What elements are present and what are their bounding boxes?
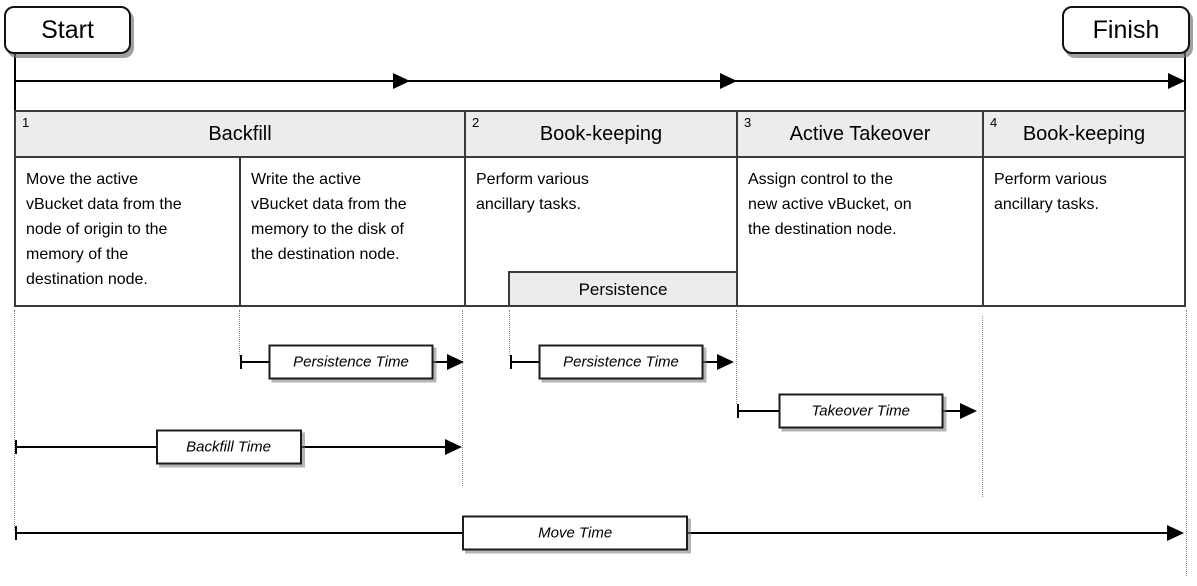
bar-arrowhead-icon — [445, 439, 462, 455]
phase-header-row: 1 Backfill 2 Book-keeping 3 Active Takeo… — [16, 112, 1184, 158]
time-bar-label: Move Time — [462, 515, 689, 551]
guide-line — [239, 310, 240, 356]
bar-start-tick — [240, 355, 242, 369]
timeline-line — [15, 80, 1182, 82]
time-bar-move: Move Time — [15, 515, 1184, 551]
task-text: Perform various ancillary tasks. — [476, 171, 589, 213]
time-bar-persistence-1: Persistence Time — [240, 344, 464, 380]
time-bar-label: Persistence Time — [538, 344, 704, 380]
guide-line — [1186, 310, 1187, 576]
phase-title: Active Takeover — [789, 122, 931, 145]
time-bar-label: Persistence Time — [268, 344, 434, 380]
finish-node: Finish — [1062, 6, 1190, 54]
bar-start-tick — [15, 440, 17, 454]
time-bar-label: Takeover Time — [778, 393, 944, 429]
bar-start-tick — [510, 355, 512, 369]
time-bar-backfill: Backfill Time — [15, 429, 462, 465]
timeline-arrowhead-icon — [1168, 73, 1185, 89]
timeline-arrowhead-icon — [393, 73, 410, 89]
bar-arrowhead-icon — [447, 354, 464, 370]
guide-line — [462, 310, 463, 486]
bar-arrowhead-icon — [960, 403, 977, 419]
phase-table: 1 Backfill 2 Book-keeping 3 Active Takeo… — [14, 110, 1186, 307]
time-bar-label: Backfill Time — [155, 429, 302, 465]
task-cell-backfill-disk: Write the active vBucket data from the m… — [241, 158, 466, 305]
phase-header-active-takeover: 3 Active Takeover — [738, 112, 984, 158]
timeline-arrowhead-icon — [720, 73, 737, 89]
task-cell-book-keeping-2: Perform various ancillary tasks. — [984, 158, 1184, 305]
task-text: Assign control to the new active vBucket… — [748, 171, 912, 238]
phase-number: 4 — [990, 115, 998, 130]
guide-line — [509, 310, 510, 356]
task-cell-book-keeping-1: Perform various ancillary tasks. Persist… — [466, 158, 738, 305]
persistence-label: Persistence — [578, 279, 668, 299]
bar-start-tick — [15, 526, 17, 540]
phase-number: 2 — [472, 115, 480, 130]
task-cell-backfill-memory: Move the active vBucket data from the no… — [16, 158, 241, 305]
phase-title: Backfill — [208, 122, 272, 145]
task-text: Write the active vBucket data from the m… — [251, 171, 407, 263]
task-cell-active-takeover: Assign control to the new active vBucket… — [738, 158, 984, 305]
task-text: Perform various ancillary tasks. — [994, 171, 1107, 213]
phase-number: 3 — [744, 115, 752, 130]
phase-header-book-keeping-2: 4 Book-keeping — [984, 112, 1184, 158]
guide-line — [736, 310, 737, 404]
phase-number: 1 — [22, 115, 30, 130]
start-node: Start — [4, 6, 131, 54]
persistence-sub-box: Persistence — [508, 271, 736, 305]
finish-connector-line — [1184, 52, 1186, 110]
finish-label: Finish — [1092, 15, 1160, 44]
guide-line — [14, 310, 15, 530]
time-bar-persistence-2: Persistence Time — [510, 344, 734, 380]
phase-task-row: Move the active vBucket data from the no… — [16, 158, 1184, 305]
phase-header-backfill: 1 Backfill — [16, 112, 466, 158]
task-text: Move the active vBucket data from the no… — [26, 171, 182, 288]
bar-arrowhead-icon — [1167, 525, 1184, 541]
bar-arrowhead-icon — [717, 354, 734, 370]
phase-title: Book-keeping — [1022, 122, 1146, 145]
bar-start-tick — [737, 404, 739, 418]
phase-title: Book-keeping — [539, 122, 663, 145]
phase-header-book-keeping-1: 2 Book-keeping — [466, 112, 738, 158]
start-label: Start — [41, 15, 94, 44]
guide-line — [982, 316, 983, 497]
time-bar-takeover: Takeover Time — [737, 393, 977, 429]
